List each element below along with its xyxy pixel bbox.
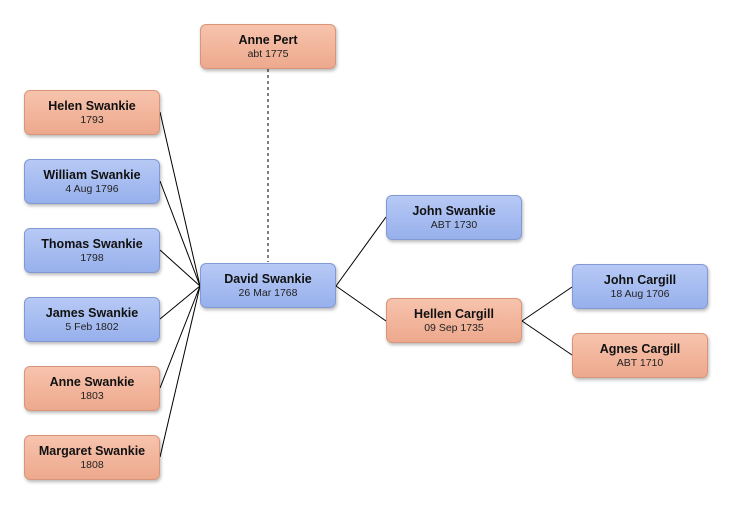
person-name: John Swankie bbox=[412, 204, 496, 218]
person-date: 1808 bbox=[80, 459, 104, 471]
person-date: 18 Aug 1706 bbox=[610, 288, 670, 300]
person-box-anne-swankie[interactable]: Anne Swankie 1803 bbox=[24, 366, 160, 411]
person-date: 1798 bbox=[80, 252, 104, 264]
child-connector-thomas bbox=[159, 249, 201, 287]
person-box-david-swankie[interactable]: David Swankie 26 Mar 1768 bbox=[200, 263, 336, 308]
person-box-william-swankie[interactable]: William Swankie 4 Aug 1796 bbox=[24, 159, 160, 204]
person-box-helen-swankie[interactable]: Helen Swankie 1793 bbox=[24, 90, 160, 135]
grandparent-connector-grandfather bbox=[521, 286, 573, 322]
person-date: ABT 1710 bbox=[616, 357, 664, 369]
person-box-hellen-cargill[interactable]: Hellen Cargill 09 Sep 1735 bbox=[386, 298, 522, 343]
child-connector-william bbox=[159, 180, 201, 287]
person-name: Anne Swankie bbox=[49, 375, 135, 389]
person-box-agnes-cargill[interactable]: Agnes Cargill ABT 1710 bbox=[572, 333, 708, 378]
child-connector-james bbox=[159, 285, 201, 320]
person-date: 09 Sep 1735 bbox=[424, 322, 484, 334]
person-box-anne-pert[interactable]: Anne Pert abt 1775 bbox=[200, 24, 336, 69]
person-box-margaret-swankie[interactable]: Margaret Swankie 1808 bbox=[24, 435, 160, 480]
person-date: 5 Feb 1802 bbox=[65, 321, 119, 333]
child-connector-margaret bbox=[159, 285, 201, 458]
person-date: abt 1775 bbox=[247, 48, 289, 60]
person-box-thomas-swankie[interactable]: Thomas Swankie 1798 bbox=[24, 228, 160, 273]
person-name: John Cargill bbox=[603, 273, 677, 287]
person-box-john-cargill[interactable]: John Cargill 18 Aug 1706 bbox=[572, 264, 708, 309]
person-name: Anne Pert bbox=[238, 33, 298, 47]
person-name: Thomas Swankie bbox=[41, 237, 143, 251]
person-date: 1803 bbox=[80, 390, 104, 402]
person-name: Hellen Cargill bbox=[414, 307, 494, 321]
person-date: 1793 bbox=[80, 114, 104, 126]
person-date: ABT 1730 bbox=[430, 219, 478, 231]
person-date: 26 Mar 1768 bbox=[238, 287, 298, 299]
person-name: Margaret Swankie bbox=[38, 444, 146, 458]
child-connector-helen bbox=[159, 111, 201, 287]
person-box-john-swankie[interactable]: John Swankie ABT 1730 bbox=[386, 195, 522, 240]
person-box-james-swankie[interactable]: James Swankie 5 Feb 1802 bbox=[24, 297, 160, 342]
person-name: David Swankie bbox=[224, 272, 312, 286]
parent-connector-mother bbox=[335, 285, 387, 322]
person-name: Helen Swankie bbox=[48, 99, 136, 113]
person-name: William Swankie bbox=[43, 168, 141, 182]
grandparent-connector-grandmother bbox=[521, 320, 573, 356]
person-name: Agnes Cargill bbox=[599, 342, 681, 356]
parent-connector-father bbox=[335, 216, 387, 287]
child-connector-anne bbox=[159, 285, 201, 389]
person-name: James Swankie bbox=[45, 306, 139, 320]
person-date: 4 Aug 1796 bbox=[65, 183, 119, 195]
